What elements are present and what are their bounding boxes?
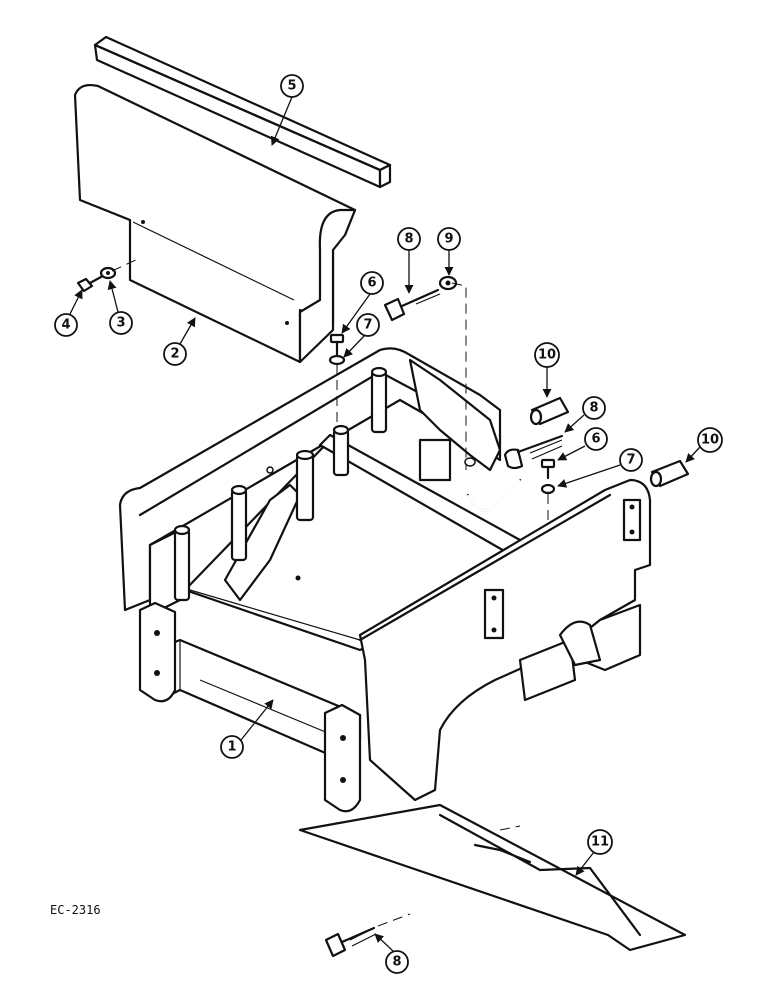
callout-6-middle: 6 (557, 427, 608, 461)
svg-text:5: 5 (287, 79, 296, 94)
roll-pin (649, 459, 690, 488)
svg-text:4: 4 (61, 318, 70, 333)
svg-text:11: 11 (591, 835, 609, 850)
svg-text:10: 10 (701, 433, 719, 448)
callout-11: 11 (575, 829, 613, 876)
svg-text:6: 6 (591, 432, 600, 447)
svg-text:9: 9 (444, 232, 453, 247)
callout-8-bottom: 8 (374, 933, 409, 974)
post (370, 366, 388, 434)
main-frame (118, 347, 652, 813)
callout-2: 2 (163, 317, 196, 366)
slotted-plate (483, 588, 505, 640)
svg-text:1: 1 (227, 740, 236, 755)
screw-small (329, 333, 345, 357)
drawing-code: EC-2316 (50, 903, 101, 917)
svg-text:2: 2 (170, 347, 179, 362)
screw-small (540, 458, 556, 480)
post (173, 524, 191, 602)
screw-small (76, 275, 103, 293)
slotted-plate (622, 498, 642, 542)
svg-text:8: 8 (392, 955, 401, 970)
post (332, 424, 350, 477)
svg-text:6: 6 (367, 276, 376, 291)
washer (328, 354, 346, 366)
post (230, 484, 248, 562)
svg-text:8: 8 (589, 401, 598, 416)
callout-8-upper: 8 (397, 227, 421, 294)
svg-text:7: 7 (626, 453, 635, 468)
bolt-long (503, 434, 564, 470)
bottom-plate (298, 803, 687, 952)
callout-10-left: 10 (534, 342, 560, 398)
callout-4: 4 (54, 289, 83, 337)
svg-text:3: 3 (116, 316, 125, 331)
washer (99, 266, 117, 280)
front-lug (138, 601, 177, 703)
svg-text:7: 7 (363, 318, 372, 333)
callout-5: 5 (270, 74, 304, 146)
svg-text:8: 8 (404, 232, 413, 247)
callout-10-right: 10 (685, 427, 723, 463)
callout-8-middle: 8 (564, 396, 606, 433)
callout-9: 9 (437, 227, 461, 276)
callout-7-upper: 7 (343, 313, 380, 358)
callout-6-upper: 6 (341, 271, 384, 334)
callout-1: 1 (220, 699, 274, 759)
bolt-long (383, 288, 441, 322)
bolt-long (324, 926, 377, 958)
callout-3: 3 (107, 280, 133, 335)
foam-seal-strip (93, 35, 392, 189)
washer (540, 483, 556, 495)
washer (438, 275, 458, 291)
callout-7-middle: 7 (557, 448, 643, 488)
svg-text:10: 10 (538, 348, 556, 363)
front-lug (323, 703, 362, 813)
post (295, 449, 315, 522)
cover-panel (73, 83, 357, 364)
roll-pin (529, 396, 570, 426)
